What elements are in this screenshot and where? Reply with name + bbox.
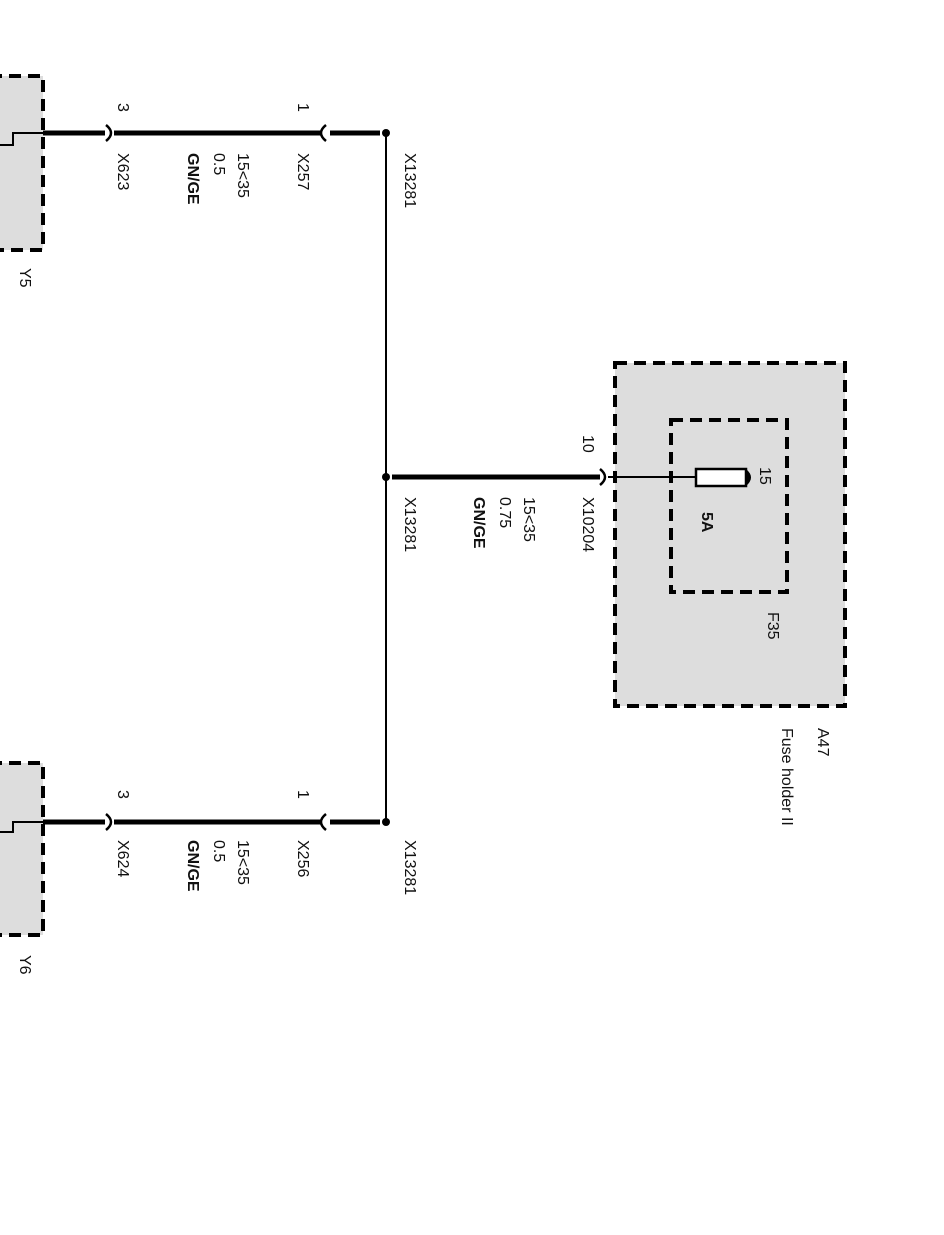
y6-internal-line	[0, 821, 43, 833]
splice-dot-top	[382, 129, 390, 137]
splice-label: X13281	[401, 840, 418, 895]
wire-gauge: 0.5	[210, 153, 227, 175]
component-label-y5: Y5	[16, 268, 33, 288]
connector-label: X10204	[579, 497, 596, 552]
fuse-holder-box	[613, 361, 847, 708]
fuse-box-f35	[669, 418, 789, 594]
wire-gauge: 0.75	[496, 497, 513, 528]
pin-label: 1	[294, 103, 311, 112]
wire-circuit: 15<35	[520, 497, 537, 542]
connector-label: X256	[294, 840, 311, 877]
pin-label: 3	[114, 103, 131, 112]
middle-wire	[392, 468, 696, 486]
fuse-holder-name: Fuse holder II	[778, 728, 795, 826]
component-box-y5	[0, 74, 45, 252]
wire-circuit: 15<35	[234, 840, 251, 885]
wire-gauge: 0.5	[210, 840, 227, 862]
fuse-icon	[694, 467, 751, 488]
splice-dot-bottom	[382, 818, 390, 826]
fuse-pin-label: 15	[756, 467, 773, 485]
pin-label: 1	[294, 790, 311, 799]
top-wire	[43, 124, 380, 142]
splice-label: X13281	[401, 153, 418, 208]
pin-label: 3	[114, 790, 131, 799]
y5-internal-line	[0, 132, 43, 146]
connector-label: X623	[114, 153, 131, 190]
component-label-y6: Y6	[16, 955, 33, 975]
fuse-id: F35	[764, 612, 781, 640]
component-box-y6	[0, 761, 45, 937]
wire-color: GN/GE	[184, 153, 201, 205]
connector-label: X257	[294, 153, 311, 190]
bottom-wire	[43, 813, 380, 831]
splice-label: X13281	[401, 497, 418, 552]
wire-circuit: 15<35	[234, 153, 251, 198]
wire-color: GN/GE	[184, 840, 201, 892]
wire-color: GN/GE	[470, 497, 487, 549]
pin-label: 10	[579, 435, 596, 453]
splice-dot-middle	[382, 473, 390, 481]
fuse-holder-id: A47	[814, 728, 831, 757]
connector-label: X624	[114, 840, 131, 877]
fuse-rating: 5A	[698, 512, 715, 533]
